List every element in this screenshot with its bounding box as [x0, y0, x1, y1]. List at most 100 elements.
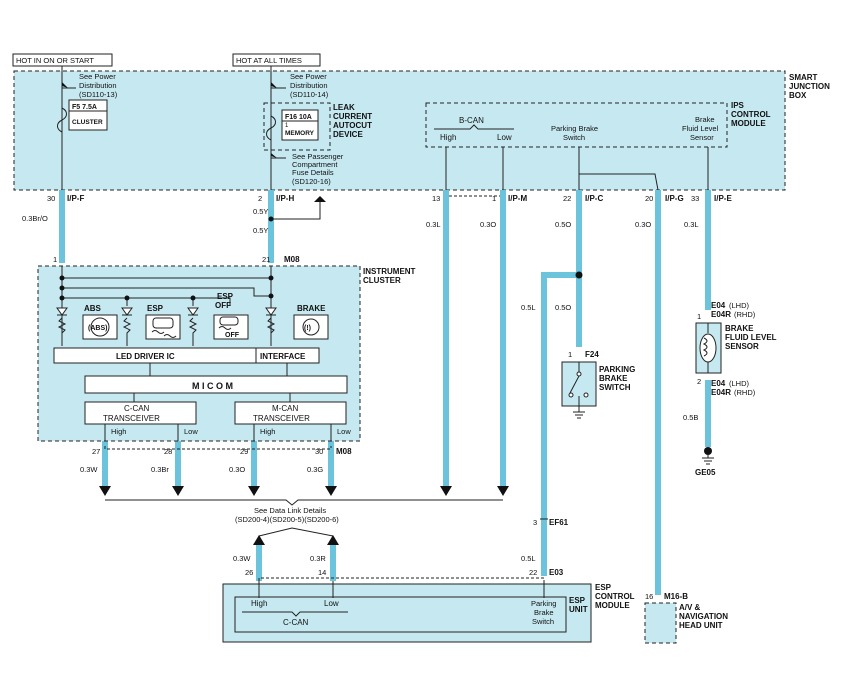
wire-label-w3: 0.3L	[426, 220, 441, 229]
ground-ge05-label: GE05	[695, 468, 716, 477]
fluid-title-2: FLUID LEVEL	[725, 333, 777, 342]
pass-ref-l4: (SD120-16)	[292, 177, 331, 186]
esp-title-1: ESP	[595, 583, 612, 592]
esp-unit-inner	[234, 596, 567, 633]
fluid-conn-lhd-2-suffix: (LHD)	[729, 379, 750, 388]
data-link-ref-2: (SD200-4)(SD200-5)(SD200-6)	[235, 515, 339, 524]
cluster-pin-28: 28	[164, 447, 172, 456]
led-abs	[56, 307, 68, 334]
pass-ref-l1: See Passenger	[292, 152, 344, 161]
esp-off-label-2: OFF	[215, 301, 231, 310]
supply-hot-always: HOT AT ALL TIMES	[232, 53, 321, 67]
cluster-pin-30: 30	[315, 447, 323, 456]
sjb-pin-30: 30	[47, 194, 55, 203]
fuse-2-index: 1	[285, 123, 289, 129]
ips-fluid-l2: Fluid Level	[682, 124, 719, 133]
esp-skid-icon	[151, 317, 177, 338]
parking-brake-switch-symbol	[568, 362, 589, 406]
fuse-2-box	[281, 109, 319, 141]
supply-hot-run-text: HOT IN ON OR START	[16, 56, 94, 65]
esp-off-skid-icon	[218, 316, 239, 330]
splice-dot	[575, 271, 583, 279]
fluid-conn-lhd-suffix: (LHD)	[729, 301, 750, 310]
pbs-pin: 1	[568, 350, 572, 359]
fluid-conn-rhd-2: E04R	[711, 388, 731, 397]
wire-label-w8: 0.5B	[683, 413, 698, 422]
fuse-2-name: F16 10A	[285, 114, 312, 121]
led-esp	[121, 307, 133, 346]
ips-parking-l1: Parking Brake	[551, 124, 598, 133]
esp-side-2: UNIT	[569, 605, 588, 614]
av-title-3: HEAD UNIT	[679, 621, 723, 630]
wire-label-w5b: 0.5O	[555, 303, 571, 312]
ips-high: High	[440, 133, 456, 142]
cluster-title-2: CLUSTER	[363, 276, 401, 285]
ge05-ground-icon	[702, 447, 714, 465]
esp-parking-l3: Switch	[532, 617, 554, 626]
fuse-1-label: CLUSTER	[72, 119, 103, 126]
esp-pin-14: 14	[318, 568, 326, 577]
fluid-conn-rhd-2-suffix: (RHD)	[734, 388, 756, 397]
cluster-pin-1: 1	[53, 255, 57, 264]
leak-l4: DEVICE	[333, 130, 363, 139]
ips-bcan-brace	[434, 124, 514, 130]
ccan-line-2: TRANSCEIVER	[103, 414, 160, 423]
av-title-1: A/V &	[679, 603, 701, 612]
esp-conn-joiner	[258, 577, 545, 581]
pbs-conn: F24	[585, 350, 599, 359]
sjb-title-1: SMART	[789, 73, 818, 82]
wire-label-w4: 0.3O	[480, 220, 496, 229]
supply-hot-always-text: HOT AT ALL TIMES	[236, 56, 302, 65]
wire-label-esp-low: 0.3R	[310, 554, 326, 563]
wire-label-mcan-low: 0.3G	[307, 465, 323, 474]
ips-title-3: MODULE	[731, 119, 766, 128]
sjb-pin-22: 22	[563, 194, 571, 203]
sjb-conn-ipe: I/P-E	[714, 194, 732, 203]
led-brake	[265, 307, 277, 334]
mcan-line-1: M-CAN	[272, 404, 298, 413]
mcan-transceiver-box	[234, 401, 347, 425]
wire-label-w1: 0.3Br/O	[22, 214, 48, 223]
esp-parking-l2: Brake	[534, 608, 554, 617]
power-ref-1-l3: (SD110-13)	[79, 90, 118, 99]
wire-label-esp-high: 0.3W	[233, 554, 251, 563]
esp-can-low: Low	[324, 599, 339, 608]
esp-off-icon-text: OFF	[225, 332, 240, 339]
cluster-ccan-high: High	[111, 427, 126, 436]
sjb-pin-20: 20	[645, 194, 653, 203]
ips-parking-branch	[578, 166, 659, 191]
cluster-pin-29: 29	[240, 447, 248, 456]
fuse-1-box	[68, 99, 108, 131]
cluster-conn-joiner	[104, 446, 332, 450]
wire-label-w7: 0.3L	[684, 220, 699, 229]
esp-title-2: CONTROL	[595, 592, 635, 601]
interface-text: INTERFACE	[260, 352, 306, 361]
esp-off-label-1: ESP	[217, 292, 234, 301]
wire-label-w9: 0.5L	[521, 303, 536, 312]
fuse-2-label: MEMORY	[285, 130, 315, 137]
wire-label-ccan-low: 0.3Br	[151, 465, 169, 474]
data-link-brace-bottom	[258, 527, 334, 537]
sjb-title-2: JUNCTION	[789, 82, 830, 91]
esp-title-3: MODULE	[595, 601, 630, 610]
bus-arrows	[99, 486, 509, 496]
wire-label-w2a: 0.5Y	[253, 207, 268, 216]
wire-label-w5c: 0.5L	[521, 554, 536, 563]
fluid-title-3: SENSOR	[725, 342, 759, 351]
fuse-2-symbol	[266, 115, 276, 141]
brake-icon-text: (!)	[304, 325, 311, 332]
pbs-title-3: SWITCH	[599, 383, 631, 392]
wire-parking-esp	[541, 272, 579, 576]
pbs-title-1: PARKING	[599, 365, 635, 374]
fuse-1-name: F5 7.5A	[72, 104, 97, 111]
ccan-line-1: C-CAN	[124, 404, 150, 413]
ips-parking-l2: Switch	[563, 133, 585, 142]
fluid-conn-rhd-suffix: (RHD)	[734, 310, 756, 319]
cluster-conn-m08: M08	[284, 255, 300, 264]
sjb-conn-ipc: I/P-C	[585, 194, 603, 203]
esp-icon-box	[145, 314, 181, 340]
pass-ref-l2: Compartment	[292, 160, 338, 169]
fuse-1-symbol	[57, 107, 67, 133]
supply-hot-run: HOT IN ON OR START	[12, 53, 113, 67]
